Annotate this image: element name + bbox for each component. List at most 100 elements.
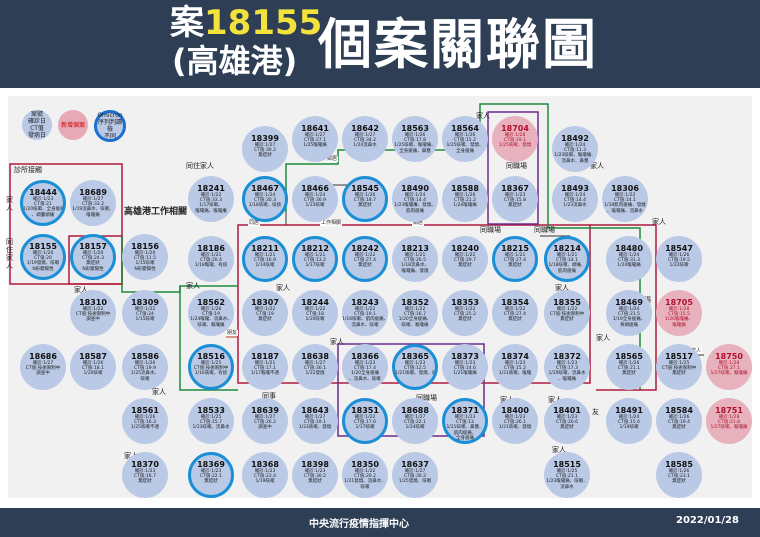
case-detail: 1/23咳嗽	[305, 203, 325, 209]
case-detail: 全身痠痛	[456, 435, 474, 441]
tag-neighbor: 鄰居	[412, 220, 425, 226]
case-id: 18469	[615, 298, 643, 307]
case-detail: 確診:1/27	[304, 415, 326, 420]
case-id: 18399	[251, 134, 279, 143]
case-detail: 1/18肌肉痠痛、發燒	[604, 203, 646, 209]
label-family: 家人	[276, 284, 290, 292]
case-detail: 1/25咳嗽、喉嚨痛、	[394, 143, 436, 149]
case-detail: 1/22咳嗽	[669, 263, 689, 269]
case-detail: CT值:23.1	[668, 474, 690, 480]
case-id: 18563	[401, 124, 429, 133]
case-detail: 確診:1/28	[718, 415, 740, 420]
case-detail: 無症狀	[622, 371, 636, 377]
label-family-top: 家人	[476, 112, 490, 120]
case-detail: 喉嚨痛	[672, 322, 686, 328]
case-detail: 1/17咳嗽	[305, 263, 325, 269]
case-detail: 確診:1/23	[404, 361, 426, 366]
case-detail: 1/19流鼻水、咳嗽、	[72, 207, 114, 213]
footer-date: 2022/01/28	[676, 515, 739, 526]
legend-line: 序列判讀檢	[97, 119, 122, 133]
case-detail: 確診:1/26	[200, 307, 222, 312]
case-id: 18155	[29, 242, 57, 251]
case-detail: CT值:34.2	[354, 138, 376, 144]
label-family: 家人	[330, 338, 344, 346]
case-detail: CT值:27.4	[354, 258, 376, 264]
case-detail: CT值:16.9	[254, 258, 276, 264]
case-detail: CT值:16.7	[404, 312, 426, 318]
case-id: 18750	[715, 352, 743, 361]
case-detail: 無症狀	[358, 263, 372, 269]
case-detail: CT值:11.3	[564, 148, 586, 154]
case-detail: 確診:1/21	[404, 253, 426, 258]
case-detail: 確診:1/26	[668, 253, 690, 258]
case-detail: CT值:26.1	[504, 420, 526, 426]
case-detail: 確診:1/23	[304, 469, 326, 474]
case-id: 18704	[501, 124, 529, 133]
case-detail: CT值:15.8	[504, 198, 526, 204]
case-detail: CT值:22.1	[200, 474, 222, 480]
label-colleague: 同職場	[534, 226, 555, 234]
case-detail: CT值:14.1	[614, 198, 636, 204]
case-id: 18588	[451, 184, 479, 193]
case-id: 18243	[351, 298, 379, 307]
label-family: 家人	[152, 388, 166, 396]
case-detail: CT值:12.5	[404, 366, 426, 372]
case-detail: 確診:1/22	[134, 307, 156, 312]
case-detail: 確診:1/22	[82, 307, 104, 312]
case-detail: CT值:19.5	[668, 258, 690, 264]
case-detail: CT值:技術限制中	[661, 366, 697, 372]
case-detail: CT值:17.8	[404, 138, 426, 144]
case-detail: 確診:1/22	[354, 469, 376, 474]
case-detail: 1/23咳嗽、喉嚨痛、	[554, 153, 596, 159]
case-detail: CT值:17.4	[354, 366, 376, 372]
case-id: 18466	[301, 184, 329, 193]
case-detail: 1/23咳嗽、流鼻水	[192, 425, 230, 431]
case-detail: 確診:1/25	[200, 361, 222, 366]
case-detail: CT值:33.2	[82, 202, 104, 208]
case-detail: CT值:15.7	[200, 420, 222, 426]
case-detail: CT值:21.1	[556, 474, 578, 480]
case-id: 18354	[501, 298, 529, 307]
case-id: 18187	[251, 352, 279, 361]
case-detail: 確診:1/26	[668, 415, 690, 420]
case-detail: 無症狀	[560, 425, 574, 431]
case-detail: CT值:19.1	[304, 420, 326, 426]
case-detail: 、喉嚨痛	[558, 376, 576, 382]
case-detail: CT值:19.1	[354, 312, 376, 318]
label-port-work: 高雄港工作相關	[124, 207, 188, 217]
case-detail: 確診:1/25	[556, 469, 578, 474]
case-detail: 肌肉痠痛	[558, 268, 576, 274]
case-detail: 調查中	[36, 371, 50, 377]
case-id: 18493	[561, 184, 589, 193]
case-detail: 確診:1/27	[254, 143, 276, 148]
label-family: 家人	[596, 334, 610, 342]
case-detail: 無症狀	[138, 479, 152, 485]
case-detail: 1/20咳嗽、全身痠痛	[23, 207, 65, 213]
case-id: 18368	[251, 460, 279, 469]
case-detail: CT值:22.1	[404, 420, 426, 426]
case-id: 18515	[553, 460, 581, 469]
case-detail: 確診:1/22	[354, 307, 376, 312]
case-id: 18241	[197, 184, 225, 193]
label-colleague: 同職場	[506, 162, 527, 170]
case-detail: 確診:1/24	[564, 143, 586, 148]
case-detail: CT值:14.6	[454, 366, 476, 372]
